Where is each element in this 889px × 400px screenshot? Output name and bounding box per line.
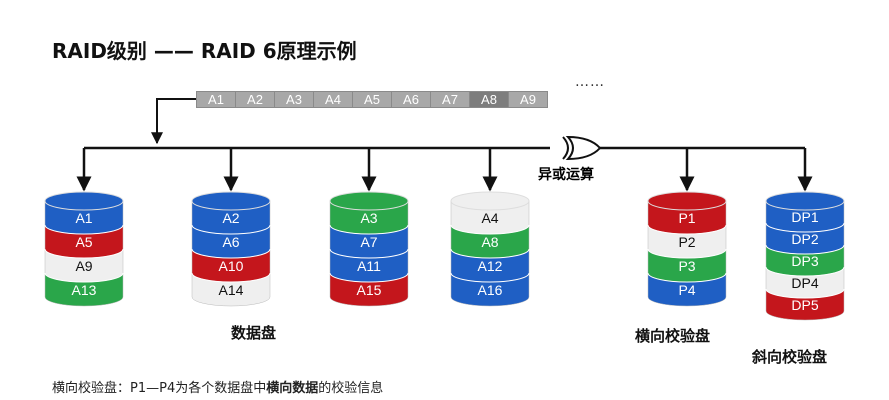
disk-segment-label: P1 — [678, 210, 695, 226]
disk-top — [765, 191, 845, 211]
horizontal-parity-label: 横向校验盘 — [635, 327, 711, 345]
disk-segment-label: A8 — [481, 234, 498, 250]
disk-top — [329, 191, 409, 211]
strip-block: A5 — [353, 92, 392, 107]
disk-separator — [647, 272, 727, 283]
disk-segment-label: A7 — [360, 234, 377, 250]
disk-top — [647, 191, 727, 211]
disk-separator — [647, 248, 727, 259]
disk-segment-label: DP3 — [791, 253, 818, 269]
disk-top — [191, 191, 271, 211]
disk-segment-label: A12 — [478, 258, 503, 274]
strip-block: A1 — [197, 92, 236, 107]
xor-label: 异或运算 — [538, 167, 594, 183]
disk-segment-label: A14 — [219, 282, 244, 298]
strip-block: A4 — [314, 92, 353, 107]
disk-segment-label: A15 — [357, 282, 382, 298]
disk-segment-label: A11 — [357, 258, 381, 274]
disk-separator — [44, 224, 124, 235]
footnote: 横向校验盘：P1—P4为各个数据盘中横向数据的校验信息 — [52, 377, 383, 396]
disk-separator — [191, 224, 271, 235]
strip-block: A8 — [470, 92, 509, 107]
disk-separator — [450, 224, 530, 235]
footnote-prefix: 横向校验盘：P1—P4为各个数据盘中 — [52, 381, 267, 396]
data-disks-label: 数据盘 — [231, 324, 277, 342]
disk-segment-label: A4 — [481, 210, 498, 226]
disk-separator — [647, 224, 727, 235]
disk-segment-label: A1 — [75, 210, 92, 226]
disk-separator — [765, 288, 845, 299]
strip-connector — [151, 98, 196, 145]
strip-block: A9 — [509, 92, 547, 107]
strip-ellipsis: …… — [575, 74, 605, 90]
xor-gate-arc — [562, 136, 569, 160]
disk-segment-label: A13 — [72, 282, 97, 298]
disk-top — [44, 191, 124, 211]
disk-separator — [329, 224, 409, 235]
disk-separator — [44, 248, 124, 259]
strip-block: A3 — [275, 92, 314, 107]
disk-segment-label: DP2 — [791, 231, 818, 247]
disk-separator — [44, 272, 124, 283]
disk-separator — [450, 248, 530, 259]
footnote-bold: 横向数据 — [266, 381, 319, 396]
disk-separator — [329, 248, 409, 259]
diagonal-parity-label: 斜向校验盘 — [752, 348, 828, 366]
footnote-suffix: 的校验信息 — [318, 381, 384, 396]
disk-separator — [450, 272, 530, 283]
disk-separator — [765, 244, 845, 255]
disk-segment-label: P4 — [678, 282, 695, 298]
disk-segment-label: DP4 — [791, 275, 818, 291]
disk-separator — [329, 272, 409, 283]
strip-block: A7 — [431, 92, 470, 107]
disk-segment-label: A3 — [360, 210, 377, 226]
strip-block: A6 — [392, 92, 431, 107]
disk-segment-label: DP1 — [791, 209, 818, 225]
disk-segment-label: A16 — [478, 282, 503, 298]
disk-segment-label: A5 — [75, 234, 92, 250]
disk-segment-label: P2 — [678, 234, 695, 250]
disk-segment-label: A6 — [222, 234, 239, 250]
disk-segment-label: A10 — [219, 258, 244, 274]
disk-segment-label: DP5 — [791, 297, 818, 313]
disk-separator — [191, 272, 271, 283]
disk-separator — [191, 248, 271, 259]
disk-separator — [765, 266, 845, 277]
disk-top — [450, 191, 530, 211]
strip-block: A2 — [236, 92, 275, 107]
disk-segment-label: P3 — [678, 258, 695, 274]
disk-segment-label: A2 — [222, 210, 239, 226]
xor-gate-icon — [565, 135, 602, 161]
disk-separator — [765, 222, 845, 233]
disk-segment-label: A9 — [75, 258, 92, 274]
page-title: RAID级别 —— RAID 6原理示例 — [52, 39, 357, 63]
